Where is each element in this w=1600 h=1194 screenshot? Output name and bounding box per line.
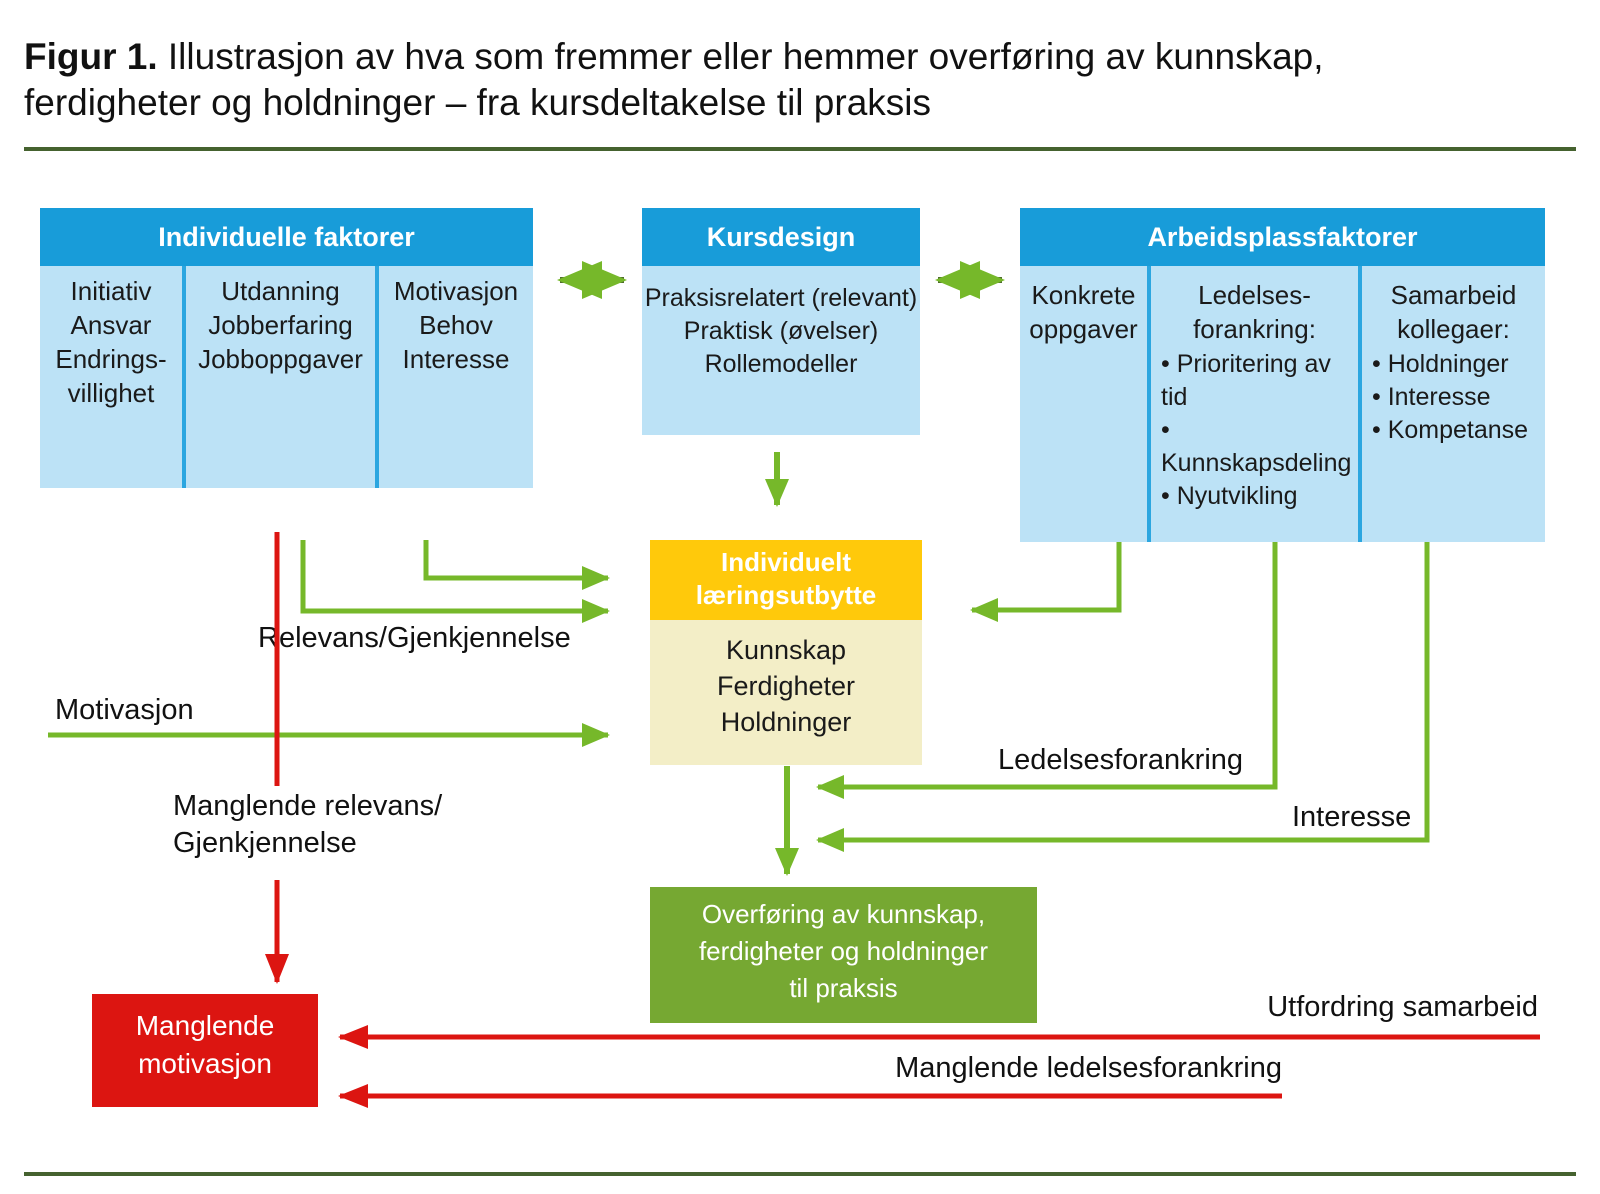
figure-title-prefix: Figur 1. <box>24 36 158 77</box>
factor-line: Ansvar <box>70 310 152 340</box>
individual-factors-header: Individuelle faktorer <box>40 208 533 266</box>
label-line: Gjenkjennelse <box>173 827 357 859</box>
workplace-column-3-bullets: Holdninger Interesse Kompetanse <box>1362 348 1545 447</box>
workplace-column-2-bullets: Prioritering av tid Kunnskapsdeling Nyut… <box>1151 348 1358 513</box>
workplace-factors-box: Arbeidsplassfaktorer Konkrete oppgaver L… <box>1020 208 1545 542</box>
factor-line: Samarbeid <box>1390 280 1517 310</box>
individual-column-2: Utdanning Jobberfaring Jobboppgaver <box>182 266 375 488</box>
workplace-column-1: Konkrete oppgaver <box>1020 266 1147 542</box>
factor-line: kollegaer: <box>1397 314 1510 344</box>
individual-factors-box: Individuelle faktorer Initiativ Ansvar E… <box>40 208 533 488</box>
bullet-item: Kompetanse <box>1372 414 1545 447</box>
factor-line: Praksisrelatert (relevant) <box>644 284 918 312</box>
learning-outcome-header: Individuelt læringsutbytte <box>650 540 922 620</box>
bullet-item: Holdninger <box>1372 348 1545 381</box>
transfer-line: Overføring av kunnskap, <box>701 899 986 929</box>
individual-column-3: Motivasjon Behov Interesse <box>375 266 533 488</box>
workplace-factors-body: Konkrete oppgaver Ledelses- forankring: … <box>1020 266 1545 542</box>
course-design-body: Praksisrelatert (relevant) Praktisk (øve… <box>642 266 920 435</box>
transfer-line: ferdigheter og holdninger <box>698 936 989 966</box>
bullet-item: Nyutvikling <box>1161 480 1358 513</box>
learning-outcome-body: Kunnskap Ferdigheter Holdninger <box>650 620 922 765</box>
factor-line: Jobboppgaver <box>198 344 363 374</box>
workplace-column-2: Ledelses- forankring: Prioritering av ti… <box>1147 266 1358 542</box>
factor-line: forankring: <box>1193 314 1316 344</box>
factor-line: Ledelses- <box>1198 280 1311 310</box>
lack-of-motivation-box: Manglende motivasjon <box>92 994 318 1107</box>
course-design-header: Kursdesign <box>642 208 920 266</box>
factor-line: Utdanning <box>221 276 340 306</box>
bullet-item: Kunnskapsdeling <box>1161 414 1358 480</box>
individual-column-1: Initiativ Ansvar Endrings- villighet <box>40 266 182 488</box>
transfer-to-practice-box: Overføring av kunnskap, ferdigheter og h… <box>650 887 1037 1023</box>
course-design-box: Kursdesign Praksisrelatert (relevant) Pr… <box>642 208 920 435</box>
label-relevans-gjenkjennelse: Relevans/Gjenkjennelse <box>258 622 571 654</box>
learning-outcome-box: Individuelt læringsutbytte Kunnskap Ferd… <box>650 540 922 765</box>
workplace-column-3: Samarbeid kollegaer: Holdninger Interess… <box>1358 266 1545 542</box>
header-line: Individuelt <box>721 547 851 577</box>
factor-line: villighet <box>67 378 155 408</box>
header-line: læringsutbytte <box>695 580 877 610</box>
label-ledelsesforankring: Ledelsesforankring <box>998 744 1244 776</box>
transfer-line: til praksis <box>789 973 898 1003</box>
bullet-item: Prioritering av tid <box>1161 348 1358 414</box>
label-motivasjon: Motivasjon <box>55 694 194 726</box>
label-line: Manglende relevans/ <box>173 790 443 822</box>
outcome-line: Ferdigheter <box>716 671 856 701</box>
factor-line: Praktisk (øvelser) <box>683 317 879 345</box>
bullet-item: Interesse <box>1372 381 1545 414</box>
factor-line: Initiativ <box>70 276 152 306</box>
label-interesse: Interesse <box>1292 801 1412 833</box>
figure-title-text: Illustrasjon av hva som fremmer eller he… <box>24 36 1324 123</box>
arrow-individual-to-outcome-upper <box>423 540 610 590</box>
arrow-workplace-to-outcome <box>970 542 1122 622</box>
label-manglende-relevans: Manglende relevans/ Gjenkjennelse <box>173 788 442 862</box>
factor-line: Motivasjon <box>393 276 519 306</box>
factor-line: Rollemodeller <box>704 350 858 378</box>
outcome-line: Kunnskap <box>725 635 847 665</box>
label-utfordring-samarbeid: Utfordring samarbeid <box>1267 991 1538 1023</box>
individual-factors-body: Initiativ Ansvar Endrings- villighet Utd… <box>40 266 533 488</box>
arrow-individual-to-outcome-lower <box>300 540 610 623</box>
factor-line: Endrings- <box>55 344 167 374</box>
factor-line: Interesse <box>402 344 510 374</box>
figure-title: Figur 1. Illustrasjon av hva som fremmer… <box>24 34 1424 126</box>
factor-line: oppgaver <box>1029 314 1138 344</box>
workplace-factors-header: Arbeidsplassfaktorer <box>1020 208 1545 266</box>
outcome-line: Holdninger <box>720 707 852 737</box>
factor-line: Konkrete <box>1031 280 1136 310</box>
factor-line: Jobberfaring <box>208 310 353 340</box>
factor-line: Behov <box>419 310 493 340</box>
bottom-divider-line <box>24 1172 1576 1176</box>
lack-line: motivasjon <box>138 1048 272 1079</box>
label-manglende-ledelsesforankring: Manglende ledelsesforankring <box>895 1052 1282 1084</box>
lack-line: Manglende <box>135 1010 275 1041</box>
title-divider-line <box>24 147 1576 151</box>
